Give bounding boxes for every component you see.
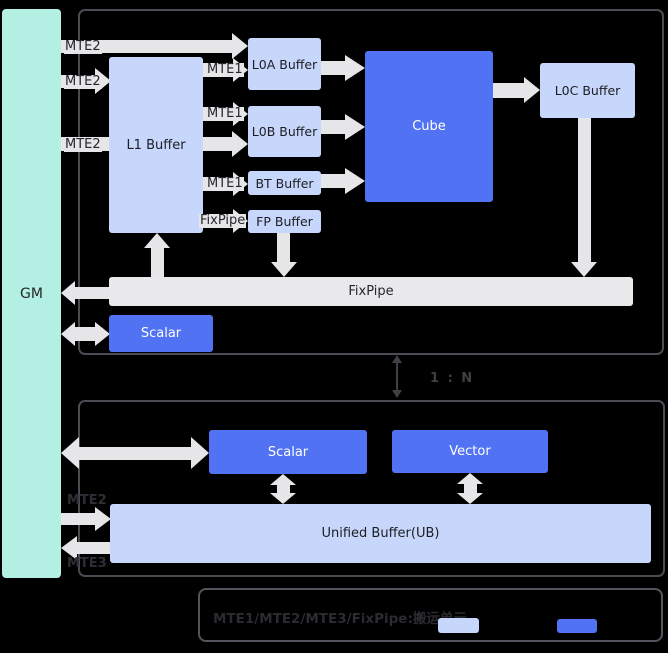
l0b-cube-arrow-shaft [318,120,345,134]
mte3-ub-gm-arrowhead-icon [61,536,77,560]
mte2-label: MTE2 [64,74,102,89]
mte3-bottom-label: MTE3 [67,556,107,571]
mte3-ub-gm-arrow-shaft [77,542,110,554]
scalar-bottom-label: Scalar [267,444,309,460]
vector-label: Vector [449,444,491,459]
mte1-label: MTE1 [206,106,244,121]
legend-blue-swatch [557,619,597,633]
cube-l0c-arrowhead-icon [524,77,540,103]
fp-buffer-label: FP Buffer [256,214,313,229]
fixpipe-bar-label: FixPipe [348,284,394,299]
cube-l0c-arrow-shaft [493,83,524,98]
top-core-section-frame [78,9,664,355]
bottom-core-section-frame [78,400,665,577]
mte1-label: MTE1 [206,62,244,77]
scalar-top-box: Scalar [109,315,213,352]
l0b-buffer-box: L0B Buffer [248,106,321,157]
vector-ub-down-arrowhead-icon [457,493,483,504]
fixpipe-bar: FixPipe [109,277,633,306]
l0b-buffer-label: L0B Buffer [251,124,318,139]
mte2-gm-l0b-arrowhead-icon [232,131,248,157]
scalar-ub-down-arrowhead-icon [270,493,296,504]
scalar-bottom-box: Scalar [209,430,367,474]
fixpipe-l1-up-arrowhead-icon [144,233,170,248]
scalar-top-label: Scalar [140,326,182,341]
gm-scalar-top-right-arrowhead-icon [95,322,110,346]
l0a-buffer-box: L0A Buffer [248,38,321,90]
bt-cube-arrowhead-icon [345,168,365,194]
l1-buffer-box: L1 Buffer [109,57,203,233]
vector-box: Vector [392,430,548,473]
gm-scalar-bottom-arrow-shaft [79,447,191,460]
fixpipe-l1-up-arrow-shaft [151,248,164,277]
gm-label: GM [20,285,43,302]
legend-light-blue-swatch [438,618,479,633]
l0c-fixpipe-arrow-shaft [578,118,591,262]
gm-scalar-top-arrow-shaft [75,327,95,341]
cube-label: Cube [412,119,446,134]
fixpipe-label: FixPipe [199,213,247,228]
unified-buffer-box: Unified Buffer(UB) [110,504,651,563]
l0a-buffer-label: L0A Buffer [251,56,318,72]
fp-buffer-box: FP Buffer [248,210,321,233]
l0c-fixpipe-arrowhead-icon [571,262,597,277]
core-ratio-connector-line [396,358,398,395]
l1-buffer-label: L1 Buffer [126,137,186,153]
core-ratio-up-arrowhead-icon [392,355,402,363]
mte2-gm-ub-arrow-shaft [61,513,95,525]
mte2-label: MTE2 [64,39,102,54]
core-ratio-down-arrowhead-icon [392,390,402,398]
mte2-gm-l0a-arrow-shaft [61,40,232,53]
mte2-gm-l0a-arrowhead-icon [232,33,248,59]
l0c-buffer-label: L0C Buffer [554,83,621,98]
l0c-buffer-box: L0C Buffer [540,63,635,118]
mte2-gm-ub-arrowhead-icon [95,507,111,531]
bt-cube-arrow-shaft [318,174,345,188]
cube-box: Cube [365,51,493,202]
scalar-ub-arrow-shaft [277,485,290,493]
gm-scalar-bottom-left-arrowhead-icon [61,437,79,469]
bt-buffer-box: BT Buffer [248,171,321,195]
fp-fixpipe-arrowhead-icon [271,262,297,277]
fixpipe-gm-arrowhead-icon [61,281,75,305]
mte2-bottom-label: MTE2 [67,493,107,508]
gm-scalar-top-left-arrowhead-icon [61,322,75,346]
fp-fixpipe-arrow-shaft [277,233,290,262]
l0a-cube-arrowhead-icon [345,55,365,81]
mte1-label: MTE1 [206,176,244,191]
legend-frame [198,588,663,642]
l0b-cube-arrowhead-icon [345,114,365,140]
unified-buffer-label: Unified Buffer(UB) [321,526,440,541]
core-ratio-label: 1 : N [430,371,475,386]
mte2-label: MTE2 [64,137,102,152]
bt-buffer-label: BT Buffer [255,175,314,191]
vector-ub-up-arrowhead-icon [457,473,483,484]
legend-text: MTE1/MTE2/MTE3/FixPipe:搬运单元 [213,611,467,627]
l0a-cube-arrow-shaft [318,61,345,75]
vector-ub-arrow-shaft [464,484,477,493]
scalar-ub-up-arrowhead-icon [270,474,296,485]
fixpipe-gm-arrow-shaft [75,287,109,299]
gm-scalar-bottom-right-arrowhead-icon [191,437,209,469]
gm-box: GM [2,9,61,578]
